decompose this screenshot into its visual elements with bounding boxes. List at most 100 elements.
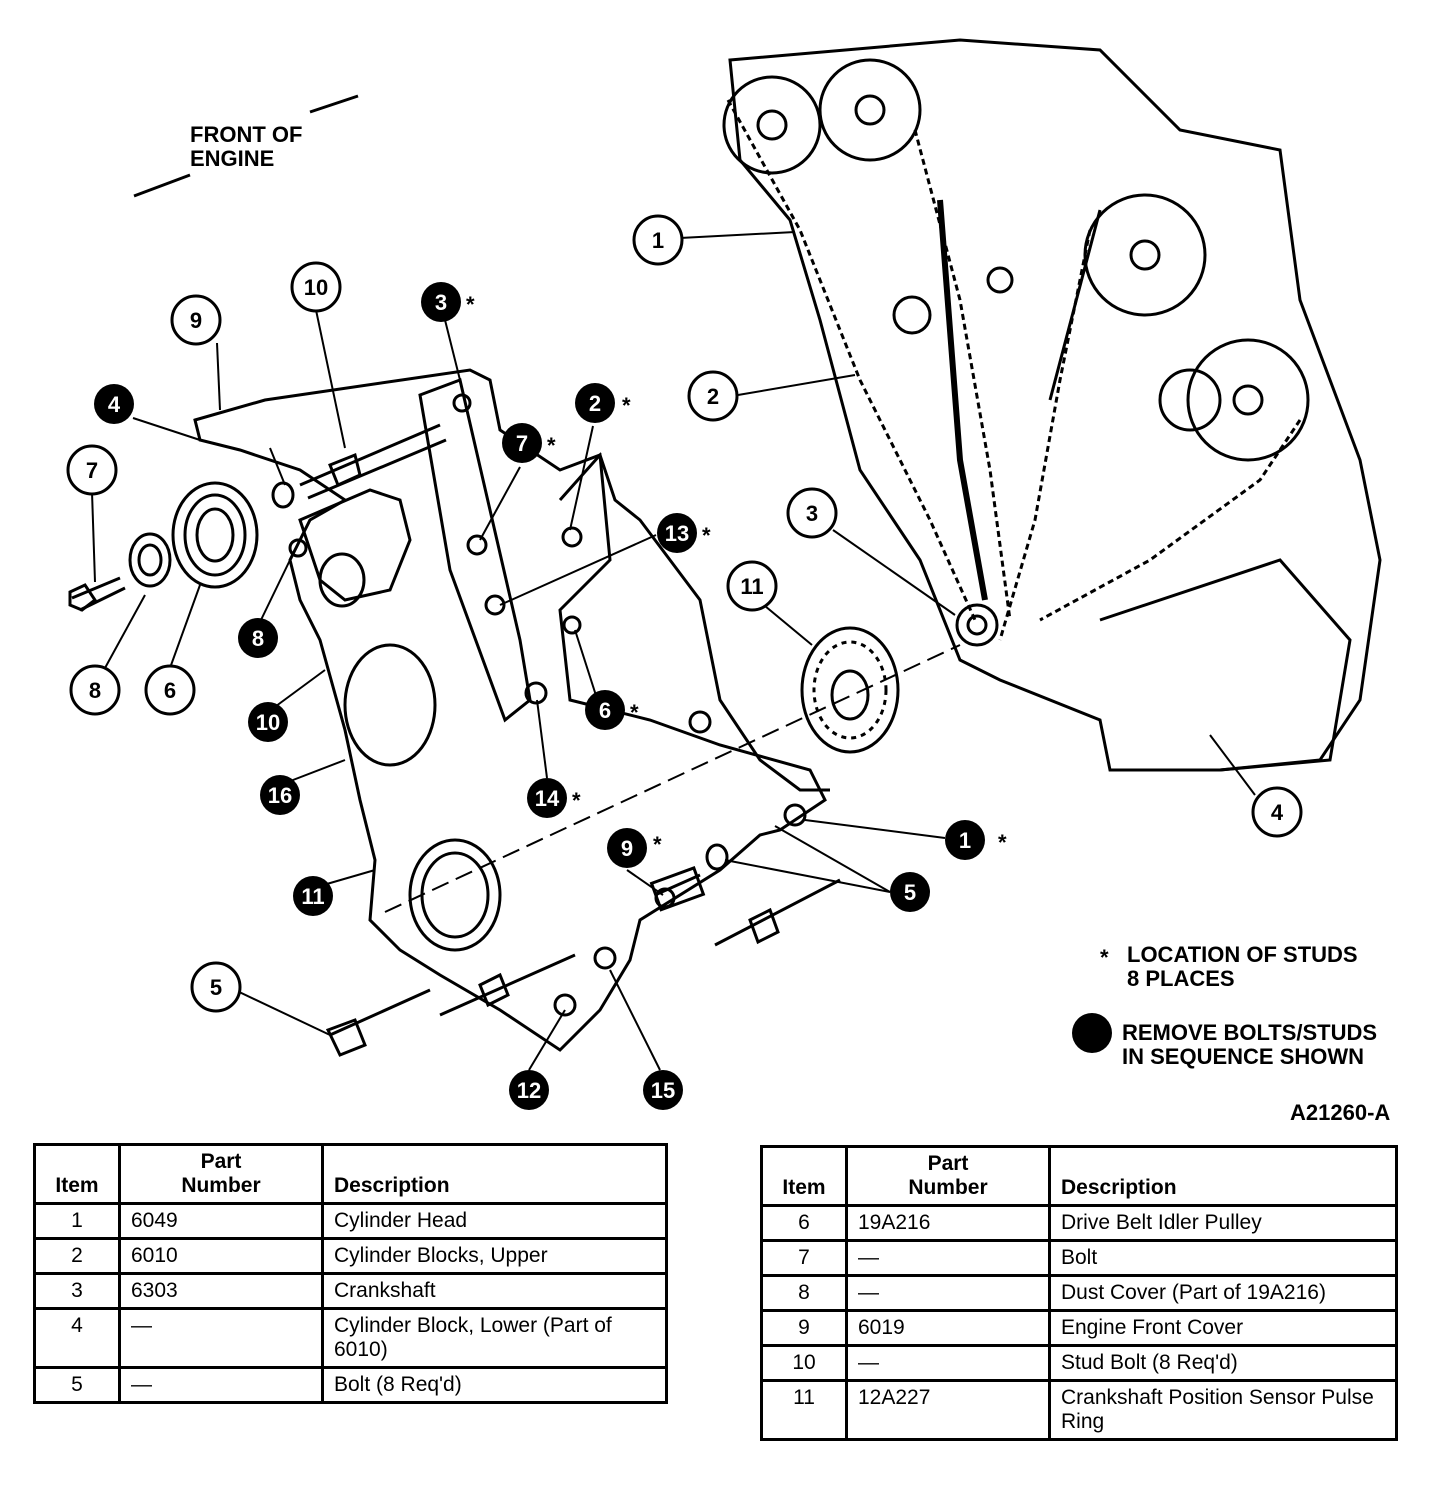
svg-text:1: 1: [652, 228, 664, 253]
table-row: 4 — Cylinder Block, Lower (Part of 6010): [33, 1307, 668, 1369]
svg-text:4: 4: [1271, 800, 1284, 825]
callout-open-11: 11: [726, 560, 778, 612]
svg-text:*: *: [622, 393, 631, 418]
svg-text:11: 11: [740, 574, 763, 599]
callout-seq-16: 16: [260, 775, 300, 815]
svg-text:10: 10: [304, 275, 328, 300]
svg-text:2: 2: [707, 384, 719, 409]
svg-text:15: 15: [651, 1078, 675, 1103]
table-row: 8 — Dust Cover (Part of 19A216): [760, 1274, 1398, 1312]
callout-seq-5: 5: [890, 872, 930, 912]
bolts-illustration: [271, 423, 841, 1057]
svg-text:*: *: [466, 292, 475, 317]
callout-open-8: 8: [69, 664, 121, 716]
svg-text:9: 9: [621, 836, 633, 861]
callout-seq-13: 13 *: [657, 513, 711, 553]
callout-open-1: 1: [632, 214, 684, 266]
callout-seq-4: 4: [94, 384, 134, 424]
svg-text:5: 5: [904, 880, 916, 905]
svg-text:12: 12: [517, 1078, 541, 1103]
callout-open-3: 3: [786, 487, 838, 539]
header-item: Item: [33, 1143, 121, 1205]
svg-text:11: 11: [301, 884, 324, 909]
header-description: Description: [1048, 1145, 1398, 1207]
svg-text:3: 3: [435, 290, 447, 315]
svg-text:*: *: [653, 832, 662, 857]
engine-block-illustration: [722, 38, 1382, 772]
callout-seq-15: 15: [643, 1070, 683, 1110]
table-row: 7 — Bolt: [760, 1239, 1398, 1277]
callout-open-10: 10: [290, 261, 342, 313]
svg-text:13: 13: [665, 521, 689, 546]
svg-text:8: 8: [252, 626, 264, 651]
callout-seq-8: 8: [238, 618, 278, 658]
front-cover-illustration: [193, 368, 830, 1052]
svg-text:14: 14: [535, 786, 560, 811]
figure-id: A21260-A: [1290, 1100, 1391, 1125]
front-label-line2: ENGINE: [190, 146, 274, 171]
callout-seq-12: 12: [509, 1070, 549, 1110]
table-row: 11 12A227 Crankshaft Position Sensor Pul…: [760, 1379, 1398, 1441]
table-row: 2 6010 Cylinder Blocks, Upper: [33, 1237, 668, 1275]
svg-text:*: *: [998, 830, 1007, 855]
table-row: 3 6303 Crankshaft: [33, 1272, 668, 1310]
callout-seq-9: 9 *: [607, 828, 662, 868]
svg-text:10: 10: [256, 710, 280, 735]
svg-text:16: 16: [268, 783, 292, 808]
svg-text:3: 3: [806, 501, 818, 526]
svg-text:5: 5: [210, 975, 222, 1000]
callout-seq-7: 7 *: [502, 423, 556, 463]
callout-seq-3: 3 *: [421, 282, 475, 322]
front-label-line1: FRONT OF: [190, 122, 302, 147]
callout-open-6: 6: [144, 664, 196, 716]
svg-text:*: *: [572, 788, 581, 813]
table-row: 10 — Stud Bolt (8 Req'd): [760, 1344, 1398, 1382]
svg-text:7: 7: [516, 431, 528, 456]
callout-seq-6: 6 *: [585, 690, 639, 730]
svg-text:2: 2: [589, 391, 601, 416]
idler-pulley-illustration: [68, 481, 259, 612]
legend-studs-line2: 8 PLACES: [1127, 966, 1235, 991]
legend-studs-line1: LOCATION OF STUDS: [1127, 942, 1358, 967]
header-item: Item: [760, 1145, 848, 1207]
callout-open-2: 2: [687, 370, 739, 422]
callout-open-9: 9: [170, 294, 222, 346]
svg-text:8: 8: [89, 678, 101, 703]
callout-seq-10: 10: [248, 702, 288, 742]
pulse-ring-illustration: [800, 626, 900, 754]
legend-sequence-line1: REMOVE BOLTS/STUDS: [1122, 1020, 1377, 1045]
svg-text:*: *: [702, 523, 711, 548]
table-row: 1 6049 Cylinder Head: [33, 1202, 668, 1240]
svg-text:*: *: [630, 700, 639, 725]
table-row: 9 6019 Engine Front Cover: [760, 1309, 1398, 1347]
callout-open-5: 5: [190, 961, 242, 1013]
front-of-engine-arrow: [133, 94, 359, 198]
svg-text:9: 9: [190, 308, 202, 333]
svg-text:1: 1: [959, 828, 971, 853]
svg-text:4: 4: [108, 392, 121, 417]
legend-sequence-line2: IN SEQUENCE SHOWN: [1122, 1044, 1364, 1069]
legend-black-dot: [1072, 1013, 1112, 1053]
table-row: 5 — Bolt (8 Req'd): [33, 1366, 668, 1404]
svg-text:*: *: [547, 433, 556, 458]
callout-open-7: 7: [66, 444, 118, 496]
table-row: 6 19A216 Drive Belt Idler Pulley: [760, 1204, 1398, 1242]
svg-text:6: 6: [599, 698, 611, 723]
svg-text:7: 7: [86, 458, 98, 483]
legend: * LOCATION OF STUDS 8 PLACES REMOVE BOLT…: [1072, 942, 1377, 1069]
legend-star-symbol: *: [1100, 945, 1109, 970]
header-description: Description: [321, 1143, 668, 1205]
callout-seq-14: 14 *: [527, 778, 581, 818]
crankshaft-centerline: [384, 644, 961, 913]
callout-seq-1: 1 *: [945, 820, 1007, 860]
exploded-view-diagram: FRONT OF ENGINE: [66, 38, 1382, 1110]
svg-text:6: 6: [164, 678, 176, 703]
callout-seq-11: 11: [293, 876, 333, 916]
callout-seq-2: 2 *: [575, 383, 631, 423]
